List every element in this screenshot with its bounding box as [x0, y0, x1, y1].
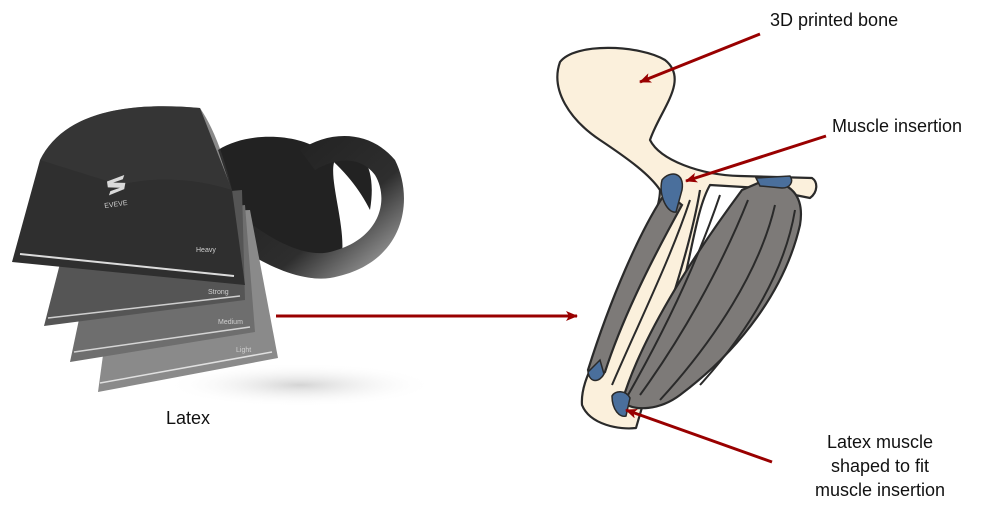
arrow-to-shaped-muscle: [626, 410, 772, 462]
label-shaped-line-3: muscle insertion: [760, 478, 1000, 502]
grade-heavy: Heavy: [196, 247, 216, 254]
label-latex-muscle-shaped: Latex muscle shaped to fit muscle insert…: [760, 430, 1000, 502]
grade-strong: Strong: [208, 289, 229, 296]
label-latex: Latex: [166, 406, 210, 430]
grade-medium: Medium: [218, 319, 243, 326]
insertion-top-right: [756, 176, 792, 188]
label-3d-printed-bone: 3D printed bone: [770, 8, 898, 32]
label-shaped-line-1: Latex muscle: [760, 430, 1000, 454]
arrow-to-insertion: [686, 136, 826, 181]
label-muscle-insertion: Muscle insertion: [832, 114, 962, 138]
latex-sheets-image: EVEVE Heavy Strong Medium Light: [12, 106, 435, 407]
grade-light: Light: [236, 347, 251, 354]
label-shaped-line-2: shaped to fit: [760, 454, 1000, 478]
